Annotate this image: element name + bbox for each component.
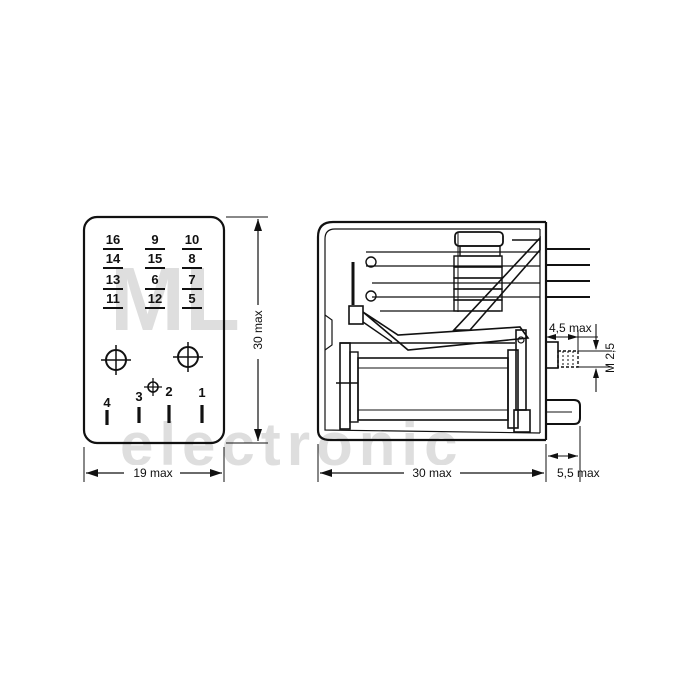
housing-inner xyxy=(324,228,541,434)
height-label: 30 max xyxy=(251,310,265,349)
contact-lever xyxy=(348,262,530,351)
coil-bobbin xyxy=(336,329,531,433)
pin-label: 16 xyxy=(106,232,120,247)
side-view: 4,5 max M 2,5 30 max 5 xyxy=(316,220,617,482)
contact-springs xyxy=(365,251,540,312)
contact-stack xyxy=(453,231,504,312)
coil-pins: 4 3 2 1 xyxy=(103,384,206,425)
pin-label: 11 xyxy=(106,291,120,306)
mounting-hole-left xyxy=(101,345,131,375)
coil-pin-label: 2 xyxy=(165,384,172,399)
pin-label: 14 xyxy=(106,251,121,266)
pin-label: 7 xyxy=(188,272,195,287)
stud-length-label: 4,5 max xyxy=(549,321,592,335)
pin-label: 10 xyxy=(185,232,199,247)
pin-label: 5 xyxy=(188,291,195,306)
length-dimension: 30 max xyxy=(317,444,547,482)
stud-dimension: 4,5 max xyxy=(545,321,598,351)
mounting-hole-right xyxy=(173,342,203,372)
coil-pin-label: 3 xyxy=(135,389,142,404)
housing-notch xyxy=(324,314,333,351)
pin-label: 15 xyxy=(148,251,162,266)
length-label: 30 max xyxy=(412,466,451,480)
pin-number-grid: 16 14 9 15 10 8 13 11 6 12 7 5 xyxy=(103,232,202,309)
coil-pin-label: 4 xyxy=(103,395,111,410)
threaded-stud xyxy=(545,341,579,369)
center-mark xyxy=(144,378,162,396)
watermark-top: ML xyxy=(110,250,240,350)
contact-terminals xyxy=(546,248,590,298)
width-dimension: 19 max xyxy=(83,447,225,482)
pin-label: 13 xyxy=(106,272,120,287)
pin-label: 6 xyxy=(151,272,158,287)
housing-outer xyxy=(316,220,546,442)
pin-label: 8 xyxy=(188,251,195,266)
terminal-length-label: 5,5 max xyxy=(557,466,600,480)
pin-label: 9 xyxy=(151,232,158,247)
thread-label: M 2,5 xyxy=(603,343,617,373)
coil-terminal xyxy=(546,399,581,425)
front-outline xyxy=(82,215,226,445)
pin-label: 12 xyxy=(148,291,162,306)
terminal-dimension: 5,5 max xyxy=(548,426,600,482)
coil-pin-label: 1 xyxy=(198,385,205,400)
thread-dimension: M 2,5 xyxy=(578,324,617,392)
front-view: 16 14 9 15 10 8 13 11 6 12 7 5 xyxy=(82,215,268,482)
width-label: 19 max xyxy=(133,466,172,480)
height-dimension: 30 max xyxy=(226,216,268,444)
